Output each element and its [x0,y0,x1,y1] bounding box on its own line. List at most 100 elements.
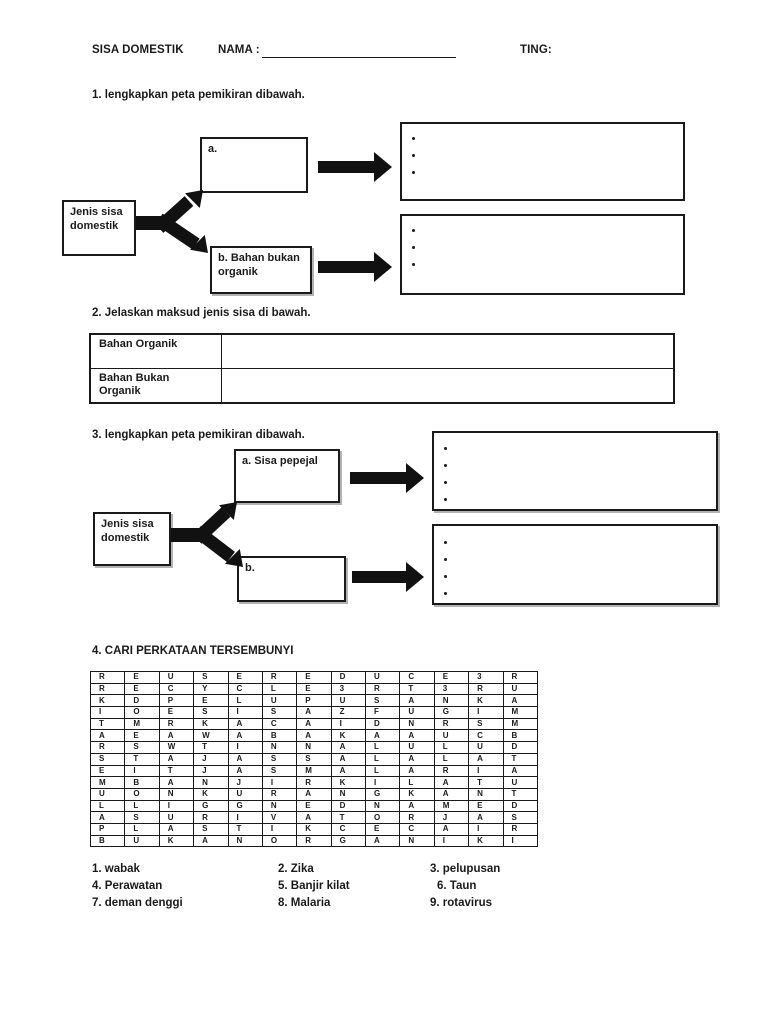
grid-cell: D [364,717,401,731]
grid-cell: A [502,764,538,778]
grid-cell: O [124,787,160,801]
answer-item: 9. rotavirus [430,897,492,909]
grid-cell: J [193,752,229,766]
grid-cell: B [261,729,298,743]
grid-cell: M [296,764,332,778]
grid-cell: E [296,682,332,696]
grid-cell: U [364,671,401,684]
grid-cell: I [261,822,298,836]
grid-cell: I [227,706,263,719]
bullet-dot [444,447,447,450]
grid-cell: D [502,799,538,813]
bullet-dot [412,171,415,174]
q1-answer-box-b [400,214,685,295]
grid-cell: B [124,776,160,789]
grid-cell: R [433,764,470,778]
grid-cell: I [468,706,504,719]
q3-branch-arrows-icon [171,502,243,567]
grid-cell: A [227,752,263,766]
grid-cell: R [399,811,435,824]
grid-cell: N [468,787,504,801]
grid-cell: R [296,834,332,848]
grid-cell: I [124,764,160,778]
grid-cell: I [330,717,367,731]
grid-cell: P [158,694,195,708]
grid-cell: E [364,822,401,836]
grid-cell: G [433,706,470,719]
ting-label: TING: [520,44,552,56]
grid-cell: N [193,776,229,789]
grid-cell: S [89,752,126,766]
grid-cell: L [399,776,435,789]
grid-cell: M [124,717,160,731]
grid-cell: C [399,671,435,684]
grid-cell: N [261,741,298,754]
grid-cell: O [124,706,160,719]
grid-cell: C [227,682,263,696]
grid-cell: E [124,671,160,684]
grid-cell: R [261,671,298,684]
grid-cell: N [433,694,470,708]
q1-block-arrow-b-icon [318,252,392,282]
grid-cell: L [124,822,160,836]
bullet-dot [412,246,415,249]
grid-cell: K [468,834,504,848]
grid-cell: S [193,706,229,719]
grid-cell: F [364,706,401,719]
bullet-dot [444,498,447,501]
grid-cell: G [364,787,401,801]
grid-cell: A [399,764,435,778]
grid-cell: I [433,834,470,848]
grid-cell: R [364,682,401,696]
grid-cell: I [227,741,263,754]
grid-cell: U [158,811,195,824]
grid-cell: J [193,764,229,778]
name-label: NAMA : [218,44,260,56]
grid-cell: N [399,717,435,731]
answer-item: 5. Banjir kilat [278,880,350,892]
grid-cell: L [364,741,401,754]
doc-title: SISA DOMESTIK [92,44,184,56]
q2-row-value-organik [220,333,675,369]
grid-cell: T [193,741,229,754]
grid-cell: A [330,741,367,754]
grid-cell: D [330,799,367,813]
grid-cell: S [124,741,160,754]
grid-cell: G [193,799,229,813]
grid-cell: U [502,776,538,789]
grid-cell: N [296,741,332,754]
answer-item: 8. Malaria [278,897,331,909]
bullet-dot [412,154,415,157]
grid-cell: K [399,787,435,801]
grid-cell: A [158,752,195,766]
grid-cell: K [193,717,229,731]
bullet-dot [444,558,447,561]
grid-cell: A [330,752,367,766]
q3-root-box: Jenis sisa domestik [93,512,171,566]
grid-cell: N [330,787,367,801]
grid-cell: I [468,822,504,836]
grid-cell: O [364,811,401,824]
grid-cell: I [158,799,195,813]
answer-item: 4. Perawatan [92,880,163,892]
grid-cell: S [468,717,504,731]
grid-cell: A [296,787,332,801]
question-3-heading: 3. lengkapkan peta pemikiran dibawah. [92,429,305,441]
grid-cell: A [227,717,263,731]
grid-cell: C [399,822,435,836]
grid-cell: L [227,694,263,708]
grid-cell: G [227,799,263,813]
grid-cell: U [158,671,195,684]
grid-cell: U [399,706,435,719]
grid-cell: K [158,834,195,848]
q2-definition-table: Bahan Organik Bahan Bukan Organik [89,333,675,404]
grid-cell: T [330,811,367,824]
grid-cell: K [468,694,504,708]
grid-cell: T [89,717,126,731]
grid-cell: 3 [468,671,504,684]
grid-cell: E [89,764,126,778]
table-row: Bahan Organik [89,333,675,369]
